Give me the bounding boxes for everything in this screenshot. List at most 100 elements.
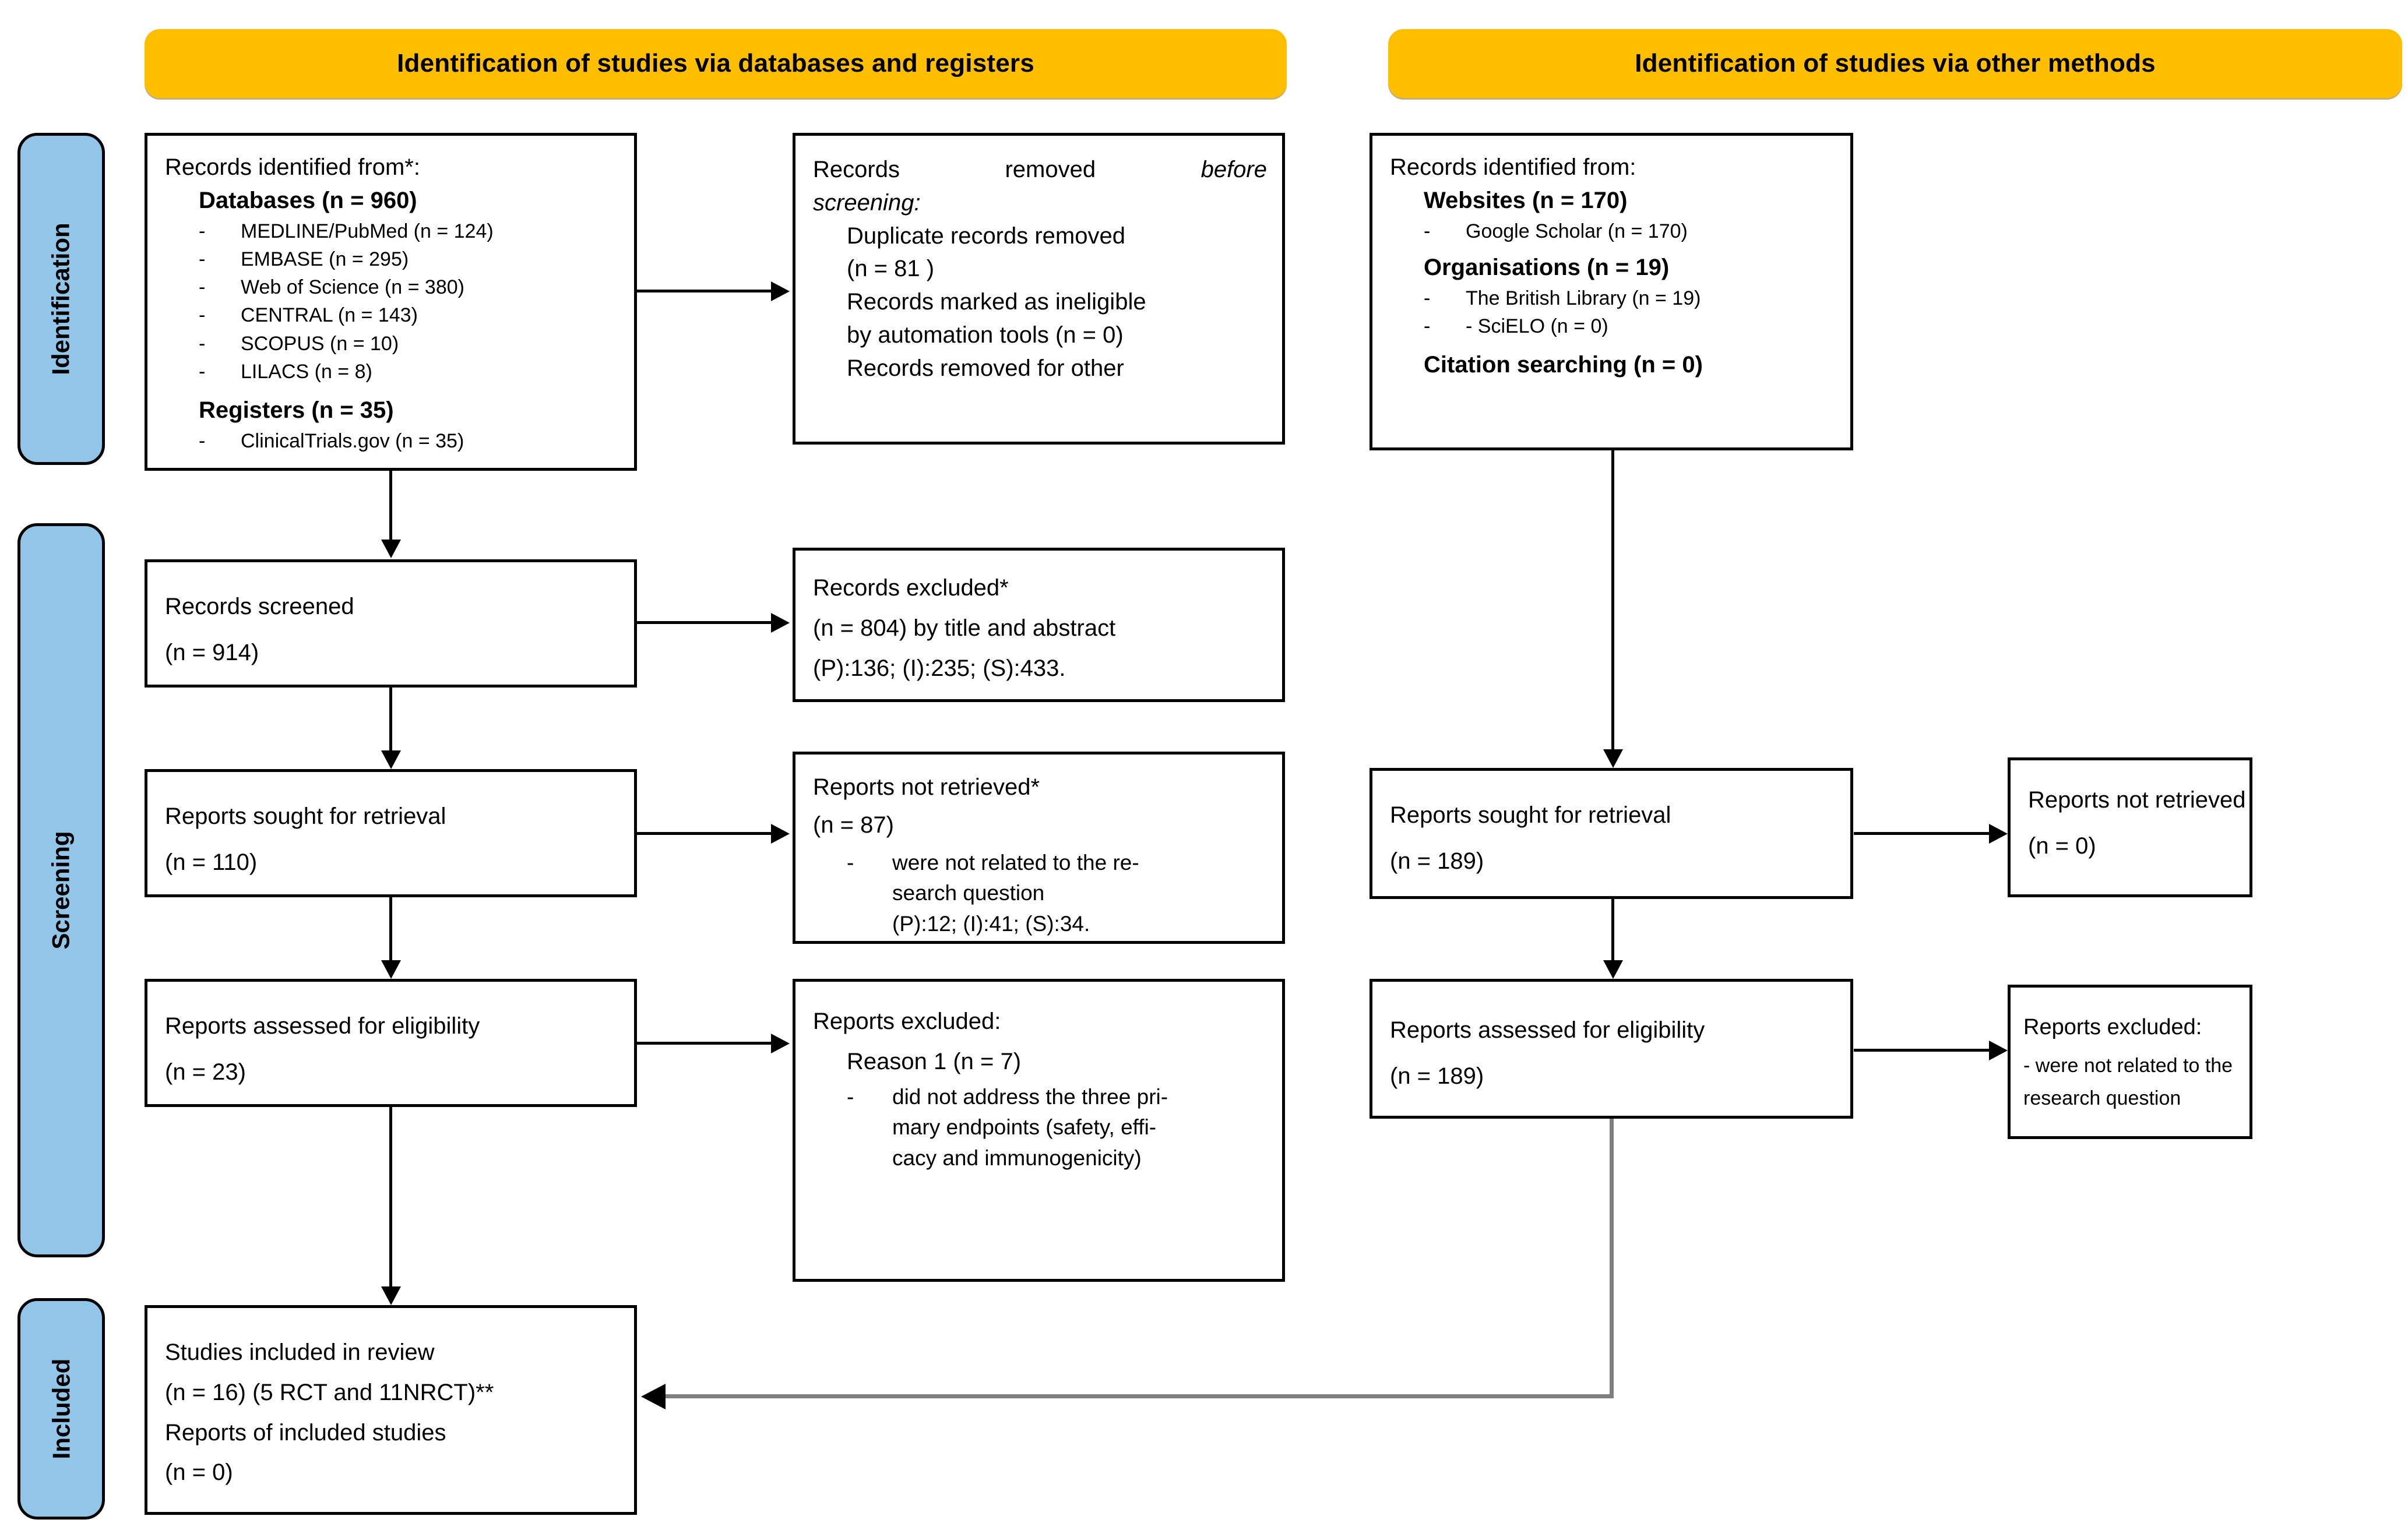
banner-other-methods-label: Identification of studies via other meth… <box>1635 49 2156 77</box>
bullet-dash: - <box>1424 315 1431 337</box>
records-removed-item: Records marked as ineligible <box>847 289 1146 315</box>
reports-assessed-line2: (n = 23) <box>165 1059 246 1085</box>
records-removed-item: (n = 81 ) <box>847 256 935 282</box>
reports-excluded-bullet: - did not address the three pri- mary en… <box>847 1082 1267 1174</box>
database-item-label: MEDLINE/PubMed (n = 124) <box>241 220 494 242</box>
studies-included-line3: Reports of included studies <box>165 1419 446 1446</box>
connector-other-assessed-down <box>1610 1119 1614 1398</box>
connector-other-to-studies-included <box>666 1394 1614 1398</box>
reports-not-retrieved-line2: (n = 87) <box>813 812 894 838</box>
bullet-dash: - <box>1424 287 1431 309</box>
reports-not-retrieved-other-line2: (n = 0) <box>2028 833 2096 859</box>
organisation-item-label: - SciELO (n = 0) <box>1466 315 1608 337</box>
arrow-identified-to-screened <box>381 540 401 558</box>
arrow-other-identified-to-sought <box>1603 749 1623 768</box>
database-item: - CENTRAL (n = 143) <box>199 301 619 329</box>
reports-sought-line1: Reports sought for retrieval <box>165 803 446 829</box>
reports-excluded-line1: Reports excluded: <box>813 1009 1001 1034</box>
banner-other-methods: Identification of studies via other meth… <box>1388 29 2402 98</box>
box-reports-not-retrieved: Reports not retrieved* (n = 87) - were n… <box>793 752 1285 944</box>
website-item-label: Google Scholar (n = 170) <box>1466 220 1688 242</box>
records-removed-item: Duplicate records removed <box>847 220 1267 253</box>
reports-excluded-other-line1: Reports excluded: <box>2023 1015 2202 1039</box>
connector-sought-to-not-retrieved <box>637 832 771 835</box>
box-reports-assessed-for-eligibility-other: Reports assessed for eligibility (n = 18… <box>1370 979 1853 1119</box>
phase-bar-included: Included <box>17 1298 105 1520</box>
records-removed-word-records: Records <box>813 157 900 182</box>
reports-assessed-other-line2: (n = 189) <box>1390 1063 1484 1089</box>
connector-identified-to-screened <box>389 471 392 540</box>
arrow-other-sought-to-not-retrieved <box>1989 824 2008 844</box>
bullet-dash: - <box>1424 220 1431 242</box>
database-item: - LILACS (n = 8) <box>199 358 619 386</box>
database-item: - SCOPUS (n = 10) <box>199 330 619 358</box>
reports-sought-line2: (n = 110) <box>165 849 258 875</box>
records-removed-item: Records removed for other <box>847 355 1124 381</box>
reports-sought-other-line1: Reports sought for retrieval <box>1390 802 1671 828</box>
citation-searching-heading: Citation searching (n = 0) <box>1424 352 1703 378</box>
website-item: - Google Scholar (n = 170) <box>1424 217 1835 245</box>
records-excluded-line1: Records excluded* <box>813 575 1009 601</box>
box-records-screened: Records screened (n = 914) <box>145 559 637 688</box>
bullet-dash: - <box>199 220 206 242</box>
reports-not-retrieved-other-line1: Reports not retrieved <box>2028 787 2246 813</box>
database-item-label: Web of Science (n = 380) <box>241 276 464 299</box>
connector-identified-to-removed <box>637 290 771 292</box>
arrow-other-sought-to-assessed <box>1603 960 1623 979</box>
reports-excluded-bullet-line1: did not address the three pri- <box>892 1084 1168 1109</box>
records-excluded-line3: (P):136; (I):235; (S):433. <box>813 655 1066 681</box>
connector-other-assessed-to-excluded <box>1854 1049 1989 1052</box>
reports-not-retrieved-line1: Reports not retrieved* <box>813 774 1040 800</box>
registers-heading: Registers (n = 35) <box>199 397 394 424</box>
reports-excluded-other-line2: - were not related to the <box>2023 1054 2233 1077</box>
arrow-other-to-studies-included <box>641 1384 666 1409</box>
database-item-label: LILACS (n = 8) <box>241 360 372 383</box>
register-item: - ClinicalTrials.gov (n = 35) <box>199 427 619 455</box>
arrow-other-assessed-to-excluded <box>1989 1041 2008 1060</box>
box-records-identified-other-methods: Records identified from: Websites (n = 1… <box>1370 133 1853 450</box>
reports-not-retrieved-bullet-line1: were not related to the re- <box>892 850 1139 875</box>
records-removed-item-label: Duplicate records removed <box>847 223 1125 249</box>
records-removed-word-before: before <box>1201 157 1267 182</box>
bullet-dash: - <box>199 332 206 355</box>
box-reports-excluded: Reports excluded: Reason 1 (n = 7) - did… <box>793 979 1285 1282</box>
organisations-heading: Organisations (n = 19) <box>1424 254 1670 280</box>
database-item: - EMBASE (n = 295) <box>199 245 619 273</box>
records-removed-title-row2: screening: <box>813 189 921 216</box>
records-excluded-line2: (n = 804) by title and abstract <box>813 615 1116 641</box>
studies-included-line2: (n = 16) (5 RCT and 11NRCT)** <box>165 1379 494 1405</box>
box-reports-excluded-other: Reports excluded: - were not related to … <box>2008 985 2252 1139</box>
bullet-dash: - <box>199 276 206 299</box>
reports-excluded-reason: Reason 1 (n = 7) <box>847 1048 1022 1074</box>
bullet-dash: - <box>199 360 206 383</box>
arrow-assessed-to-included <box>381 1286 401 1305</box>
bullet-dash: - <box>199 248 206 270</box>
connector-screened-to-sought <box>389 688 392 750</box>
reports-excluded-bullet-line3: cacy and immunogenicity) <box>892 1145 1142 1170</box>
box-studies-included-in-review: Studies included in review (n = 16) (5 R… <box>145 1305 637 1515</box>
reports-not-retrieved-bullet-line2: search question <box>892 881 1045 905</box>
reports-sought-other-line2: (n = 189) <box>1390 848 1484 874</box>
databases-heading: Databases (n = 960) <box>199 187 417 213</box>
banner-databases-registers: Identification of studies via databases … <box>145 29 1287 98</box>
database-item: - MEDLINE/PubMed (n = 124) <box>199 217 619 245</box>
box-records-excluded: Records excluded* (n = 804) by title and… <box>793 548 1285 702</box>
organisation-item: - The British Library (n = 19) <box>1424 284 1835 312</box>
arrow-identified-to-removed <box>771 281 790 301</box>
reports-excluded-other-line3: research question <box>2023 1087 2181 1110</box>
register-item-label: ClinicalTrials.gov (n = 35) <box>241 429 464 452</box>
reports-excluded-bullet-line2: mary endpoints (safety, effi- <box>892 1115 1157 1140</box>
records-removed-word-removed: removed <box>1005 157 1096 182</box>
phase-label-screening: Screening <box>47 831 75 950</box>
box-records-removed-before-screening: Records removed before screening: Duplic… <box>793 133 1285 445</box>
records-identified-other-title: Records identified from: <box>1390 154 1636 180</box>
bullet-dash: - <box>199 304 206 327</box>
connector-assessed-to-included <box>389 1107 392 1286</box>
records-identified-title: Records identified from*: <box>165 154 420 180</box>
database-item-label: SCOPUS (n = 10) <box>241 332 399 355</box>
organisation-item-label: The British Library (n = 19) <box>1466 287 1701 309</box>
box-reports-assessed-for-eligibility: Reports assessed for eligibility (n = 23… <box>145 979 637 1107</box>
websites-heading: Websites (n = 170) <box>1424 187 1628 213</box>
records-removed-item: by automation tools (n = 0) <box>847 322 1124 348</box>
arrow-assessed-to-excluded <box>771 1034 790 1053</box>
